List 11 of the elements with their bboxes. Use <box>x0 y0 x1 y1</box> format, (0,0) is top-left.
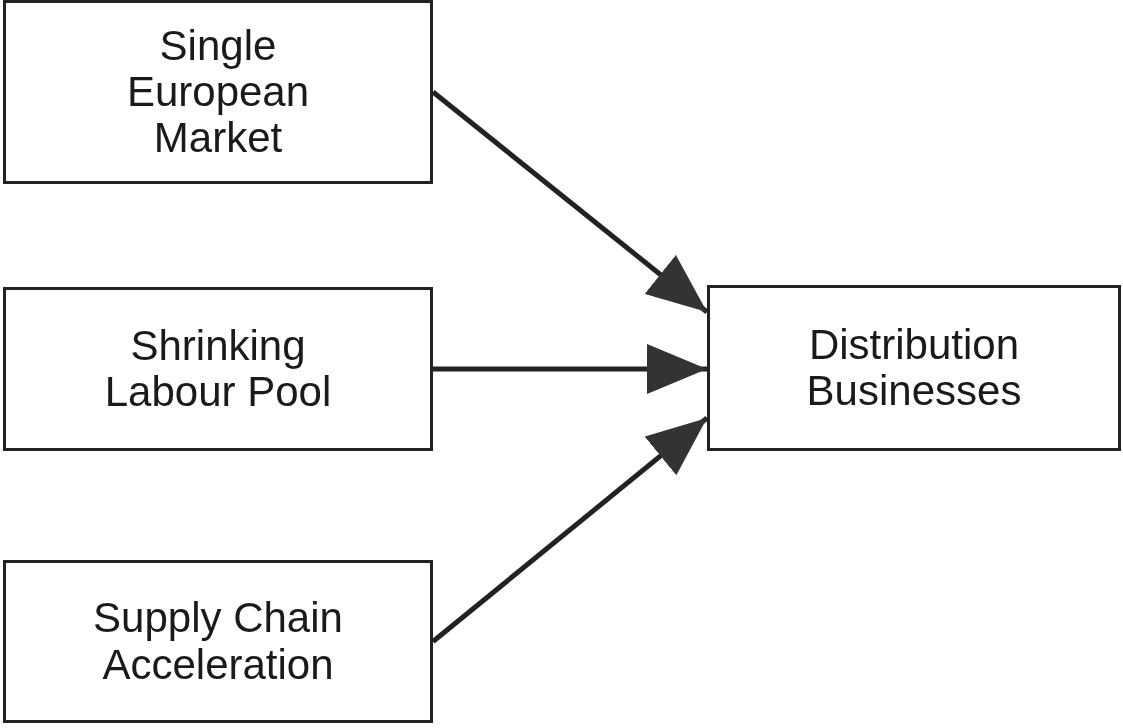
process-box <box>3 560 433 723</box>
box-label: Distribution Businesses <box>805 321 1023 415</box>
arrow <box>431 90 709 314</box>
process-box <box>3 287 433 451</box>
arrow <box>433 344 707 394</box>
arrow <box>431 416 709 644</box>
process-box <box>707 285 1121 451</box>
box-label: Shrinking Labour Pool <box>103 322 333 416</box>
box-label: Single European Market <box>125 22 311 162</box>
process-box <box>3 0 433 184</box>
box-label: Supply Chain Acceleration <box>92 595 344 688</box>
